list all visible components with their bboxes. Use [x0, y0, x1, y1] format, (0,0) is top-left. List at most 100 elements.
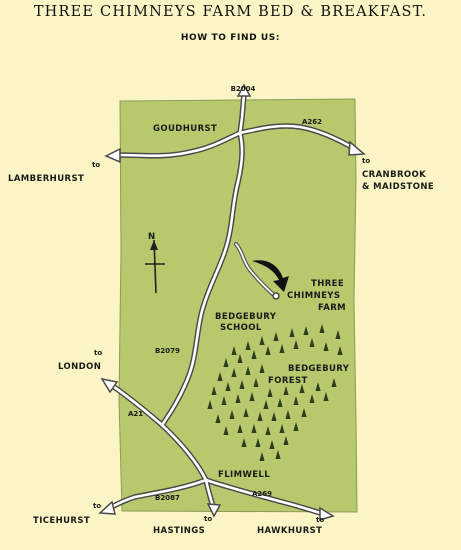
label-farm-line1: THREE	[311, 279, 344, 289]
tree-icon	[323, 342, 329, 351]
label-flimwell: FLIMWELL	[218, 470, 270, 480]
label-maidstone: & MAIDSTONE	[362, 182, 434, 192]
tree-icon	[257, 412, 263, 421]
label-b2079: B2079	[155, 347, 180, 355]
tree-icon	[301, 408, 307, 417]
tree-icon	[275, 450, 281, 459]
label-forest-line1: BEDGEBURY	[288, 364, 350, 374]
label-ticehurst: TICEHURST	[33, 516, 90, 526]
tree-icon	[241, 438, 247, 447]
tree-icon	[279, 344, 285, 353]
tree-icon	[283, 386, 289, 395]
tree-icon	[237, 424, 243, 433]
arrow-north-icon	[236, 83, 252, 97]
arrow-london-icon	[100, 377, 119, 394]
tree-icon	[215, 414, 221, 423]
tree-icon	[237, 354, 243, 363]
tree-icon	[309, 394, 315, 403]
label-to-lamberhurst: to	[92, 161, 100, 169]
tree-icon	[331, 378, 337, 387]
tree-icon	[207, 400, 213, 409]
north-arrow-icon	[145, 239, 165, 294]
tree-icon	[315, 382, 321, 391]
label-to-london: to	[94, 349, 102, 357]
label-farm-line3: FARM	[318, 303, 346, 313]
arrow-west-icon	[104, 147, 121, 164]
tree-icon	[223, 358, 229, 367]
page-title: THREE CHIMNEYS FARM BED & BREAKFAST.	[33, 4, 428, 20]
label-to-hawkhurst: to	[316, 516, 324, 524]
tree-icon	[293, 340, 299, 349]
label-a269: A269	[252, 490, 272, 498]
tree-icon	[255, 438, 261, 447]
label-school-line1: BEDGEBURY	[215, 312, 277, 322]
tree-icon	[319, 324, 325, 333]
tree-icon	[299, 384, 305, 393]
tree-icon	[229, 410, 235, 419]
label-a262: A262	[302, 118, 322, 126]
tree-icon	[263, 400, 269, 409]
tree-icon	[285, 410, 291, 419]
tree-icon	[211, 386, 217, 395]
label-a21: A21	[128, 410, 143, 418]
tree-icon	[223, 426, 229, 435]
map-land-area	[118, 98, 358, 513]
tree-icon	[239, 380, 245, 389]
label-cranbrook: CRANBROOK	[362, 170, 426, 180]
tree-icon	[231, 346, 237, 355]
tree-icon	[253, 378, 259, 387]
label-to-hastings: to	[204, 515, 212, 523]
tree-icon	[259, 452, 265, 461]
label-goudhurst: GOUDHURST	[153, 124, 217, 134]
label-farm-line2: CHIMNEYS	[287, 291, 340, 301]
tree-icon	[243, 408, 249, 417]
tree-icon	[259, 364, 265, 373]
label-hawkhurst: HAWKHURST	[257, 526, 322, 536]
label-lamberhurst: LAMBERHURST	[8, 174, 84, 184]
label-b2087: B2087	[155, 494, 180, 502]
label-hastings: HASTINGS	[153, 526, 205, 536]
tree-icon	[335, 330, 341, 339]
tree-icon	[271, 412, 277, 421]
arrow-ticehurst-icon	[98, 500, 116, 515]
curved-arrow-icon	[252, 260, 289, 292]
tree-icon	[245, 366, 251, 375]
tree-icon	[265, 426, 271, 435]
tree-icon	[267, 388, 273, 397]
tree-icon	[251, 424, 257, 433]
label-london: LONDON	[58, 362, 101, 372]
tree-icon	[269, 440, 275, 449]
tree-icon	[225, 382, 231, 391]
tree-icon	[283, 436, 289, 445]
bedgebury-forest-trees	[207, 324, 343, 461]
tree-icon	[293, 396, 299, 405]
tree-icon	[279, 424, 285, 433]
label-school-line2: SCHOOL	[220, 323, 262, 333]
label-b2004: B2004	[231, 85, 256, 93]
label-forest-line2: FOREST	[268, 376, 308, 386]
tree-icon	[277, 398, 283, 407]
page-subtitle: HOW TO FIND US:	[180, 33, 281, 43]
tree-icon	[251, 350, 257, 359]
tree-icon	[303, 326, 309, 335]
tree-icon	[265, 346, 271, 355]
tree-icon	[249, 392, 255, 401]
label-north: N	[148, 232, 156, 242]
tree-icon	[221, 396, 227, 405]
tree-icon	[245, 341, 251, 350]
farm-location-marker	[272, 292, 280, 300]
arrow-hawkhurst-icon	[319, 506, 335, 522]
tree-icon	[323, 392, 329, 401]
label-to-ticehurst: to	[93, 502, 101, 510]
tree-icon	[217, 372, 223, 381]
tree-icon	[337, 346, 343, 355]
tree-icon	[309, 338, 315, 347]
tree-icon	[259, 336, 265, 345]
tree-icon	[273, 332, 279, 341]
tree-icon	[289, 328, 295, 337]
tree-icon	[231, 368, 237, 377]
tree-icon	[293, 422, 299, 431]
label-to-cranbrook: to	[362, 157, 370, 165]
arrow-east-icon	[348, 140, 366, 156]
